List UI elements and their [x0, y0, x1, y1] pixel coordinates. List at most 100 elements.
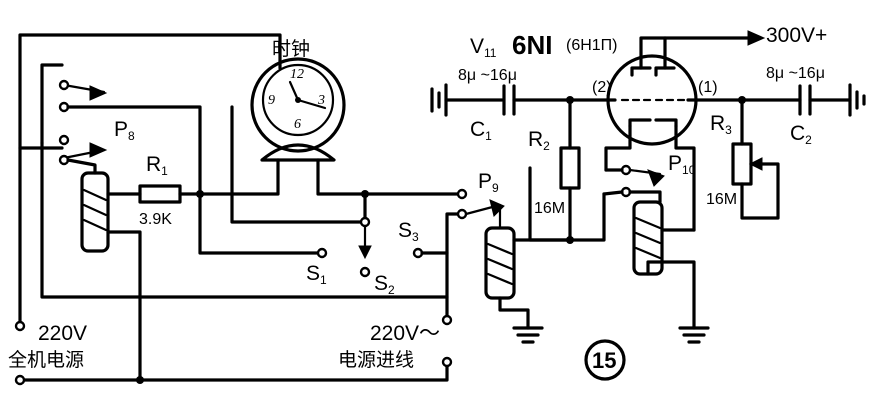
wire-p8-coil-bottom — [106, 230, 142, 382]
mains-in-terminal-1 — [441, 314, 453, 326]
relay-p10: P10 — [602, 152, 710, 344]
pin2-label: (2) — [592, 79, 612, 96]
wire-r2-junction — [568, 192, 606, 242]
p8-contact-3 — [58, 134, 70, 146]
r2-label: R2 — [528, 128, 550, 153]
clock-hand-hour — [288, 80, 300, 102]
relay-p9: S3 P9 — [398, 170, 574, 344]
clock-stand — [260, 143, 336, 162]
switch-s2: S2 — [358, 190, 395, 297]
p8-arrow-2 — [89, 142, 108, 158]
mains-in-terminal-2 — [441, 356, 453, 368]
mains-in-voltage: 220V～ — [370, 322, 440, 345]
tube-plate-left — [630, 66, 652, 77]
ground-p9 — [512, 326, 544, 344]
r1-label: R1 — [146, 153, 168, 178]
clock-face — [261, 63, 335, 137]
p9-coil-winding — [486, 242, 514, 286]
clock: 时钟 12 3 6 9 — [250, 38, 462, 196]
junction-r2-bottom — [566, 236, 574, 244]
figure-number: 15 — [584, 339, 626, 381]
r2-body — [559, 146, 581, 190]
p9-label: P9 — [478, 170, 499, 195]
p10-arrow — [647, 169, 665, 187]
figure-number-text: 15 — [592, 348, 616, 373]
c2-label: C2 — [790, 122, 812, 147]
r3-body — [731, 142, 753, 186]
wire-p10-contact-2 — [602, 190, 624, 196]
wire-p9-contact — [445, 212, 462, 255]
r2-value: 16M — [534, 200, 565, 217]
wire-s3 — [420, 251, 449, 299]
c1-label: C1 — [470, 118, 492, 143]
wire-p8-coil-top — [66, 158, 97, 175]
wire-mains-lower — [40, 141, 449, 318]
power-terminal-1 — [14, 320, 26, 332]
r3-wiper-arrow — [748, 157, 763, 171]
s1-label: S1 — [306, 262, 327, 287]
tube-plate-right — [654, 66, 676, 77]
s2-contact-bottom — [359, 266, 371, 278]
c1-value: 8μ ~16μ — [458, 67, 517, 84]
wire-r2-wiper — [528, 166, 572, 242]
main-power-voltage: 220V — [38, 322, 87, 345]
s2-contact-top — [359, 216, 371, 228]
wire-p9-coil-bottom — [498, 296, 530, 330]
b-plus-label: 300V+ — [766, 24, 827, 47]
tube-model-label: 6NI — [512, 30, 552, 60]
resistor-r1: R1 3.9K — [138, 153, 202, 228]
tube-v11: V11 6NI (6H1П) 300V+ (2) (1) — [470, 24, 827, 232]
capacitor-c2: C2 8μ ~16μ — [766, 65, 866, 147]
resistor-r3: R3 16M — [706, 96, 780, 220]
wire-contact-upper — [40, 63, 64, 145]
pin1-label: (1) — [698, 79, 718, 96]
clock-hub — [295, 97, 301, 103]
r1-body — [138, 184, 182, 204]
wire-top-loop — [18, 33, 282, 324]
resistor-r2: R2 16M — [528, 96, 606, 244]
ground-c1 — [430, 83, 448, 117]
clock-hand-minute — [296, 98, 327, 110]
s3-label: S3 — [398, 219, 419, 244]
clock-numeral-12: 12 — [290, 67, 304, 82]
p9-arrow — [489, 199, 505, 217]
b-plus-arrow — [747, 30, 766, 46]
c2-value: 8μ ~16μ — [766, 65, 825, 82]
wire-r1-to-clock — [198, 158, 280, 196]
r3-label: R3 — [710, 112, 732, 137]
clock-case — [250, 57, 346, 153]
wire-bottom-rail — [18, 364, 449, 382]
p8-coil-winding — [82, 188, 108, 232]
p10-coil-winding — [634, 216, 662, 260]
tube-alt-label: (6H1П) — [566, 37, 618, 54]
ground-p10 — [678, 326, 710, 344]
capacitor-c1: C1 8μ ~16μ — [430, 67, 617, 143]
power-terminal-2 — [14, 374, 26, 386]
wire-p8-to-s2 — [230, 105, 365, 224]
p9-contact-2 — [456, 208, 468, 220]
p10-label: P10 — [668, 152, 696, 177]
tube-v-label: V11 — [470, 35, 497, 60]
wire-p10-coil-bottom — [646, 260, 696, 330]
tube-cathode-right — [654, 118, 678, 128]
wire-p10-down — [628, 190, 662, 204]
p8-arrow-1 — [89, 85, 108, 101]
mains-in-text: 电源进线 — [338, 349, 414, 371]
tube-cathode-left — [628, 118, 652, 128]
clock-numeral-6: 6 — [294, 117, 301, 132]
p9-contact-1 — [456, 188, 468, 200]
relay-p8: P8 — [18, 33, 282, 382]
wire-to-s1 — [198, 192, 320, 255]
s2-arrow — [358, 245, 372, 260]
main-power-text: 全机电源 — [8, 349, 84, 371]
clock-label: 时钟 — [272, 38, 310, 60]
r3-value: 16M — [706, 191, 737, 208]
s2-label: S2 — [374, 272, 395, 297]
s1-terminal — [316, 247, 328, 259]
clock-numeral-3: 3 — [317, 93, 325, 108]
tube-cathode-lead-right — [674, 124, 696, 232]
junction-bottom — [136, 376, 144, 384]
ground-c2 — [848, 83, 866, 117]
clock-numeral-9: 9 — [268, 93, 275, 108]
